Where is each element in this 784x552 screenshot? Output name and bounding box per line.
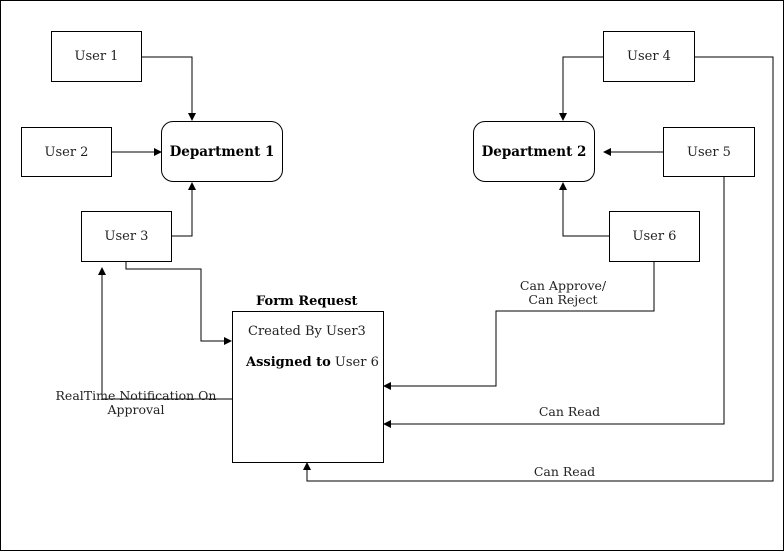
- user-3-node[interactable]: User 3: [81, 211, 172, 262]
- user-4-label: User 4: [627, 49, 671, 64]
- can-read-label-user4: Can Read: [533, 464, 596, 479]
- notification-edge-label-line2: Approval: [107, 402, 165, 417]
- form-request-node[interactable]: Created By User3 Assigned to User 6: [232, 311, 384, 463]
- user-6-label: User 6: [632, 229, 677, 244]
- approve-edge-label-line1: Can Approve/: [519, 278, 607, 293]
- approve-edge-label-line2: Can Reject: [528, 292, 598, 307]
- edge-user6-form: [383, 261, 655, 390]
- user-1-label: User 1: [74, 49, 119, 64]
- department-2-node[interactable]: Department 2: [473, 121, 595, 182]
- form-created-by: Created By User3: [248, 324, 366, 339]
- notification-edge-label: RealTime Notification On Approval: [51, 389, 221, 417]
- user-3-label: User 3: [104, 229, 149, 244]
- form-request-title: Form Request: [256, 294, 358, 309]
- can-read-label-user5: Can Read: [538, 404, 601, 419]
- department-1-node[interactable]: Department 1: [161, 121, 283, 182]
- edge-user5-form: [383, 176, 725, 428]
- user-1-node[interactable]: User 1: [51, 31, 142, 82]
- edge-user4-form: [303, 56, 774, 482]
- edge-user4-dept2: [559, 56, 603, 121]
- edge-form-notify-user3: [98, 267, 232, 400]
- user-2-node[interactable]: User 2: [21, 127, 112, 177]
- form-assigned-line: Assigned to User 6: [246, 355, 379, 370]
- form-assigned-user: User 6: [330, 355, 379, 370]
- notification-edge-label-line1: RealTime Notification On: [55, 388, 217, 403]
- department-2-label: Department 2: [481, 143, 587, 160]
- user-5-label: User 5: [687, 144, 731, 160]
- approve-edge-label: Can Approve/ Can Reject: [513, 279, 613, 307]
- edge-user3-form: [125, 261, 232, 345]
- user-4-node[interactable]: User 4: [603, 31, 695, 82]
- edge-user6-dept2: [559, 182, 609, 237]
- department-1-label: Department 1: [169, 143, 275, 160]
- edge-user3-dept1: [171, 182, 196, 237]
- user-6-node[interactable]: User 6: [609, 211, 700, 262]
- user-5-node[interactable]: User 5: [663, 127, 755, 177]
- form-assigned-prefix: Assigned to: [246, 355, 331, 370]
- edge-user1-dept1: [141, 56, 196, 121]
- user-2-label: User 2: [44, 144, 89, 160]
